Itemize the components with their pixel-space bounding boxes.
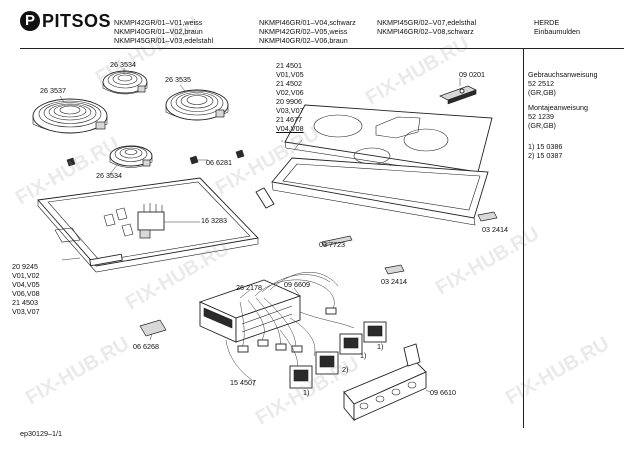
part-label: 03 2414 xyxy=(482,225,508,234)
note-line: 52 2512 xyxy=(528,79,554,88)
brand-mark: P xyxy=(20,11,40,31)
footnote-marker: 1) xyxy=(360,351,367,360)
part-label: 26 3534 xyxy=(96,171,122,180)
part-label: 03 7723 xyxy=(319,240,345,249)
sealing-strip xyxy=(255,187,275,209)
heating-element-263534-top xyxy=(102,70,148,95)
model-line: NKMPI46GR/01–V04,schwarz xyxy=(259,18,356,27)
note-line: 52 1239 xyxy=(528,112,554,121)
glass-code: V01,V05 xyxy=(276,70,304,79)
footnote-marker: 2) xyxy=(342,365,349,374)
frame-code: V04,V05 xyxy=(12,280,40,289)
header-rule xyxy=(20,48,624,49)
clip-032414 xyxy=(384,211,498,275)
glass-code: 21 4677 xyxy=(276,115,302,124)
glass-ceramic-hob xyxy=(284,104,493,179)
part-label: 06 6268 xyxy=(133,342,159,351)
model-line: NKMPI46GR/02–V08,schwarz xyxy=(377,27,474,36)
frame-code: V01,V02 xyxy=(12,271,40,280)
leader-lines xyxy=(59,68,461,393)
heating-element-263537 xyxy=(32,98,108,134)
wiring-harness-096609 xyxy=(237,272,339,353)
frame-code: V03,V07 xyxy=(12,307,40,316)
frame-code: V06,V08 xyxy=(12,289,40,298)
footnote-marker: 1) xyxy=(303,388,310,397)
part-label: 09 0201 xyxy=(459,70,485,79)
frame-code: 20 9245 xyxy=(12,262,38,271)
model-line: NKMPI42GR/02–V05,weiss xyxy=(259,27,348,36)
category-label: Einbaumulden xyxy=(534,27,580,36)
glass-code: V03,V07 xyxy=(276,106,304,115)
part-label: 06 6281 xyxy=(206,158,232,167)
frame-code: 21 4503 xyxy=(12,298,38,307)
note-line: 1) 15 0386 xyxy=(528,142,563,151)
control-module-262178 xyxy=(198,279,302,343)
part-label: 26 3537 xyxy=(40,86,66,95)
glass-code: 21 4501 xyxy=(276,61,302,70)
heating-element-263535 xyxy=(165,89,229,121)
cover-plate-066268 xyxy=(139,319,167,337)
note-line: 2) 15 0387 xyxy=(528,151,563,160)
glass-code: V02,V06 xyxy=(276,88,304,97)
heating-element-263534-bottom xyxy=(109,145,153,168)
notes-rule xyxy=(523,48,524,428)
energy-regulator xyxy=(289,321,387,389)
glass-code: 20 9906 xyxy=(276,97,302,106)
part-label: 09 6610 xyxy=(430,388,456,397)
note-line: (GR,GB) xyxy=(528,121,556,130)
part-label: 15 4507 xyxy=(230,378,256,387)
part-label: 09 6609 xyxy=(284,280,310,289)
strip-037723 xyxy=(321,235,353,247)
part-label: 26 3534 xyxy=(110,60,136,69)
model-line: NKMPI42GR/01–V01,weiss xyxy=(114,18,203,27)
model-line: NKMPI40GR/01–V02,braun xyxy=(114,27,203,36)
page-id: ep30129–1/1 xyxy=(20,429,62,438)
terminal-block-163283 xyxy=(103,203,165,239)
model-line: NKMPI40GR/02–V06,braun xyxy=(259,36,348,45)
glass-code: V04,V08 xyxy=(276,124,304,133)
category-label: HERDE xyxy=(534,18,560,27)
bracket-090201 xyxy=(439,85,477,105)
part-label: 16 3283 xyxy=(201,216,227,225)
part-label: 26 2178 xyxy=(236,283,262,292)
model-line: NKMPI45GR/02–V07,edelsthal xyxy=(377,18,477,27)
part-label: 26 3535 xyxy=(165,75,191,84)
part-label: 03 2414 xyxy=(381,277,407,286)
note-line: Gebrauchsanweisung xyxy=(528,70,598,79)
footnote-marker: 1) xyxy=(377,342,384,351)
hob-frame xyxy=(271,157,489,226)
model-line: NKMPI45GR/01–V03,edelstahl xyxy=(114,36,214,45)
glass-code: 21 4502 xyxy=(276,79,302,88)
brand-logo: P PITSOS xyxy=(20,11,111,31)
note-line: (GR,GB) xyxy=(528,88,556,97)
brand-name: PITSOS xyxy=(42,11,112,31)
note-line: Montajeanweisung xyxy=(528,103,588,112)
control-panel-096610 xyxy=(343,343,427,422)
